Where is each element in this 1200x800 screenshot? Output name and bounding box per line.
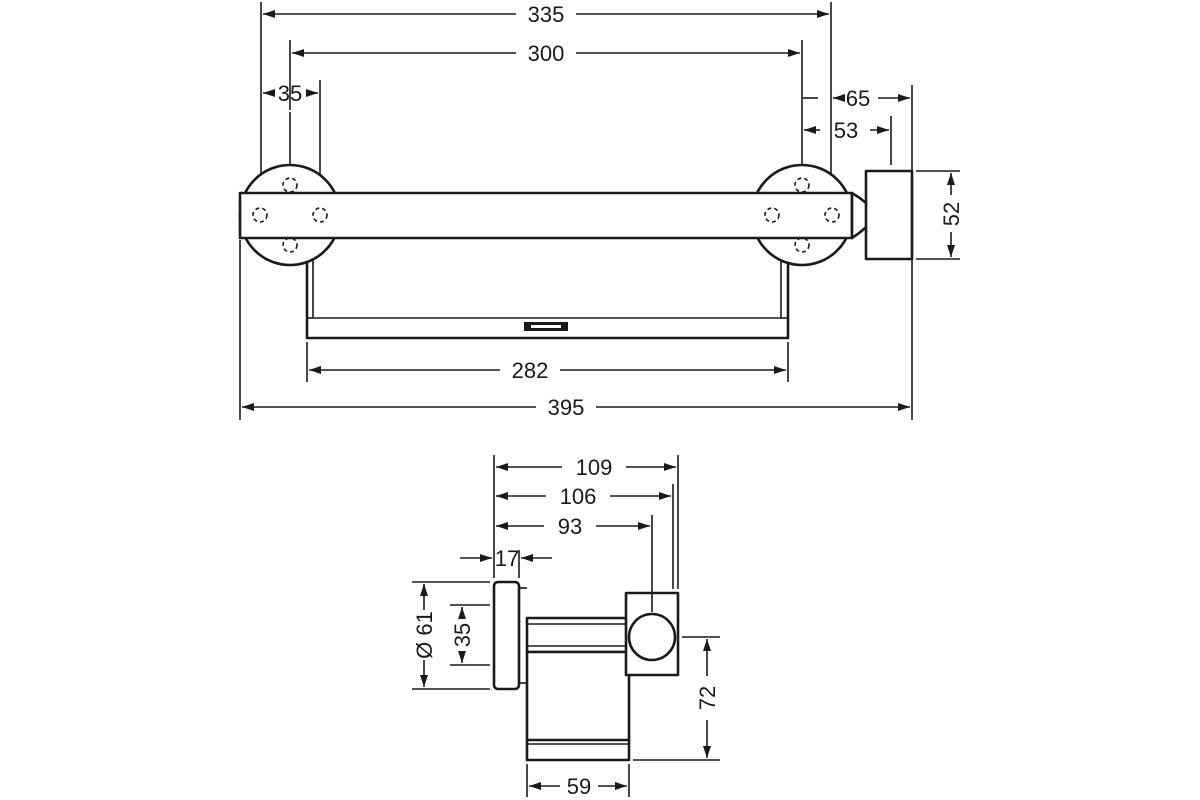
dim-282-label: 282 <box>512 358 549 383</box>
dim-65: 65 <box>803 86 910 111</box>
dim-106: 106 <box>496 484 671 509</box>
dim-109-label: 109 <box>576 455 613 480</box>
fixing-holes <box>252 177 840 253</box>
dim-72-label: 72 <box>695 686 720 710</box>
dim-diameter-61-label: Ø 61 <box>412 611 437 659</box>
dim-35-side: 35 <box>450 607 475 663</box>
dim-395-label: 395 <box>548 395 585 420</box>
dim-52-label: 52 <box>939 202 964 226</box>
side-flange <box>492 580 521 691</box>
dim-59-label: 59 <box>567 774 591 799</box>
side-bar-section <box>525 616 631 654</box>
front-view: 335 300 35 65 53 5 <box>238 2 964 420</box>
shelf-basket <box>305 236 790 340</box>
dim-35-side-label: 35 <box>450 623 475 647</box>
dim-300: 300 <box>292 41 800 66</box>
dim-109: 109 <box>496 455 676 480</box>
dim-395: 395 <box>242 395 910 420</box>
grab-bar <box>238 191 854 240</box>
side-view: 109 106 93 17 Ø 61 35 <box>412 455 720 799</box>
dim-335-label: 335 <box>528 2 565 27</box>
dim-93: 93 <box>496 514 650 539</box>
dim-300-label: 300 <box>528 41 565 66</box>
side-basket <box>525 650 631 762</box>
dim-35-front-label: 35 <box>278 81 302 106</box>
side-extension-lines <box>412 455 720 797</box>
dim-93-label: 93 <box>558 514 582 539</box>
dim-17-label: 17 <box>495 546 519 571</box>
front-extension-lines <box>239 2 960 420</box>
side-holder-ring <box>627 612 677 662</box>
dim-335: 335 <box>263 2 829 27</box>
dim-72: 72 <box>695 639 720 758</box>
dim-53-label: 53 <box>834 118 858 143</box>
dim-65-label: 65 <box>846 86 870 111</box>
dim-282: 282 <box>309 358 786 383</box>
dim-53: 53 <box>804 118 889 143</box>
dim-106-label: 106 <box>560 484 597 509</box>
dim-59: 59 <box>529 774 627 799</box>
dim-35-front: 35 <box>263 81 318 106</box>
end-holder <box>850 169 914 261</box>
dim-diameter-61: Ø 61 <box>412 584 437 687</box>
dim-17: 17 <box>460 546 552 571</box>
dim-52: 52 <box>939 173 964 257</box>
